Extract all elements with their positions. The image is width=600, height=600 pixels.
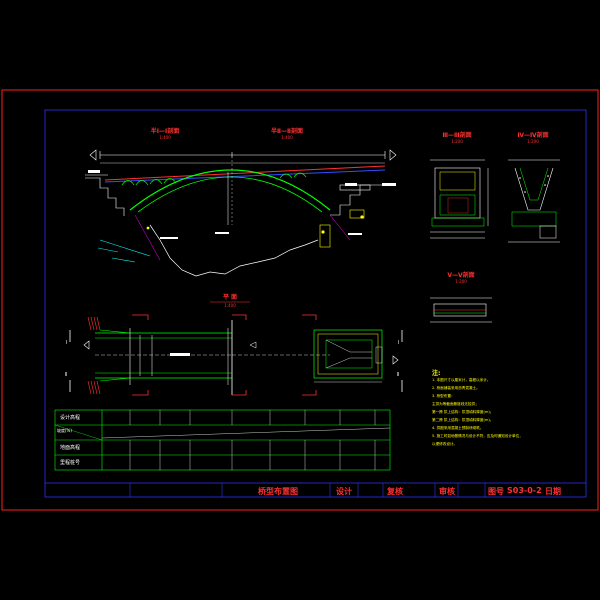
section-mark-right-bottom: Ⅱ xyxy=(397,372,400,378)
elevation-annotations xyxy=(88,170,396,239)
notes-line: 以便修改设计。 xyxy=(432,442,458,446)
left-abutment xyxy=(85,174,125,216)
section-3-scale: 1:200 xyxy=(451,139,463,144)
table-row-label: 坡度(%) xyxy=(57,428,72,433)
drawing-name: 桥型布置图 xyxy=(258,487,298,496)
spandrel-arches xyxy=(121,172,307,186)
notes-line: 主拱为等截面悬链线无铰拱； xyxy=(432,402,479,406)
notes-line: 3. 桥型布置： xyxy=(432,394,455,398)
deck-profile xyxy=(104,165,386,181)
plan-scale: 1:400 xyxy=(224,303,236,308)
title-block-dividers xyxy=(129,483,486,497)
right-abutment xyxy=(319,184,385,248)
section-mark-right-top: Ⅰ xyxy=(398,340,400,346)
wing-wall-hatch xyxy=(87,316,101,395)
section-mark-left-bottom: Ⅱ xyxy=(65,372,68,378)
notes-line: 第一跨 拱上结构：拱顶填料厚度(m)； xyxy=(432,410,494,414)
profile-table xyxy=(54,409,391,471)
section-5-scale: 1:200 xyxy=(455,279,467,284)
notes-line: 4. 拱圈采用混凝土预制块砌筑。 xyxy=(432,426,484,430)
section-5-title: Ⅴ—Ⅴ剖面 xyxy=(447,272,475,279)
check-label: 复核 xyxy=(387,487,403,496)
plan-title: 平 面 xyxy=(222,294,238,301)
plan-view xyxy=(69,314,403,396)
design-label: 设计 xyxy=(336,487,352,496)
notes-line: 2. 桥面铺装采用沥青混凝土。 xyxy=(432,386,480,390)
left-arrow-icon xyxy=(89,149,97,161)
table-row-label: 里程桩号 xyxy=(60,460,81,466)
main-arch-ring xyxy=(129,169,331,211)
ground-profile xyxy=(149,224,319,277)
table-row-label: 地面高程 xyxy=(60,445,81,451)
elevation-right-scale: 1:400 xyxy=(281,135,293,140)
notes-heading: 注: xyxy=(432,370,441,377)
elevation-right-title: 半Ⅱ—Ⅱ剖面 xyxy=(271,128,303,135)
elevation-view xyxy=(85,149,397,277)
notes-line: 1. 本图尺寸以厘米计，高程以米计。 xyxy=(432,378,491,382)
plan-right-arrow-icon xyxy=(392,355,399,365)
section-5 xyxy=(430,297,492,323)
drawing-no: S03-0-2 xyxy=(507,486,542,495)
notes-line: 5. 施工时如地基情况与设计不符，应及时通知设计单位， xyxy=(432,434,523,438)
review-label: 审核 xyxy=(439,487,455,496)
inner-frame xyxy=(44,109,587,498)
table-row-label: 设计高程 xyxy=(60,415,81,421)
outer-frame xyxy=(1,89,599,511)
section-mark-left-top: Ⅰ xyxy=(66,340,68,346)
profile-table-ticks xyxy=(101,410,391,470)
date-label: 日期 xyxy=(545,487,561,496)
section-4 xyxy=(508,159,560,243)
section-4-title: Ⅳ—Ⅳ剖面 xyxy=(517,132,549,139)
elevation-left-title: 半Ⅰ—Ⅰ剖面 xyxy=(150,128,180,135)
section-4-scale: 1:200 xyxy=(527,139,539,144)
right-arrow-icon xyxy=(389,149,397,161)
section-3-title: Ⅲ—Ⅲ剖面 xyxy=(442,132,472,139)
section-3 xyxy=(430,159,489,239)
elevation-left-scale: 1:400 xyxy=(159,135,171,140)
notes-line: 第二跨 拱上结构：拱顶填料厚度(m)。 xyxy=(432,418,494,422)
drawing-no-label: 图号 xyxy=(488,487,504,496)
plan-left-arrow-icon xyxy=(83,340,90,350)
